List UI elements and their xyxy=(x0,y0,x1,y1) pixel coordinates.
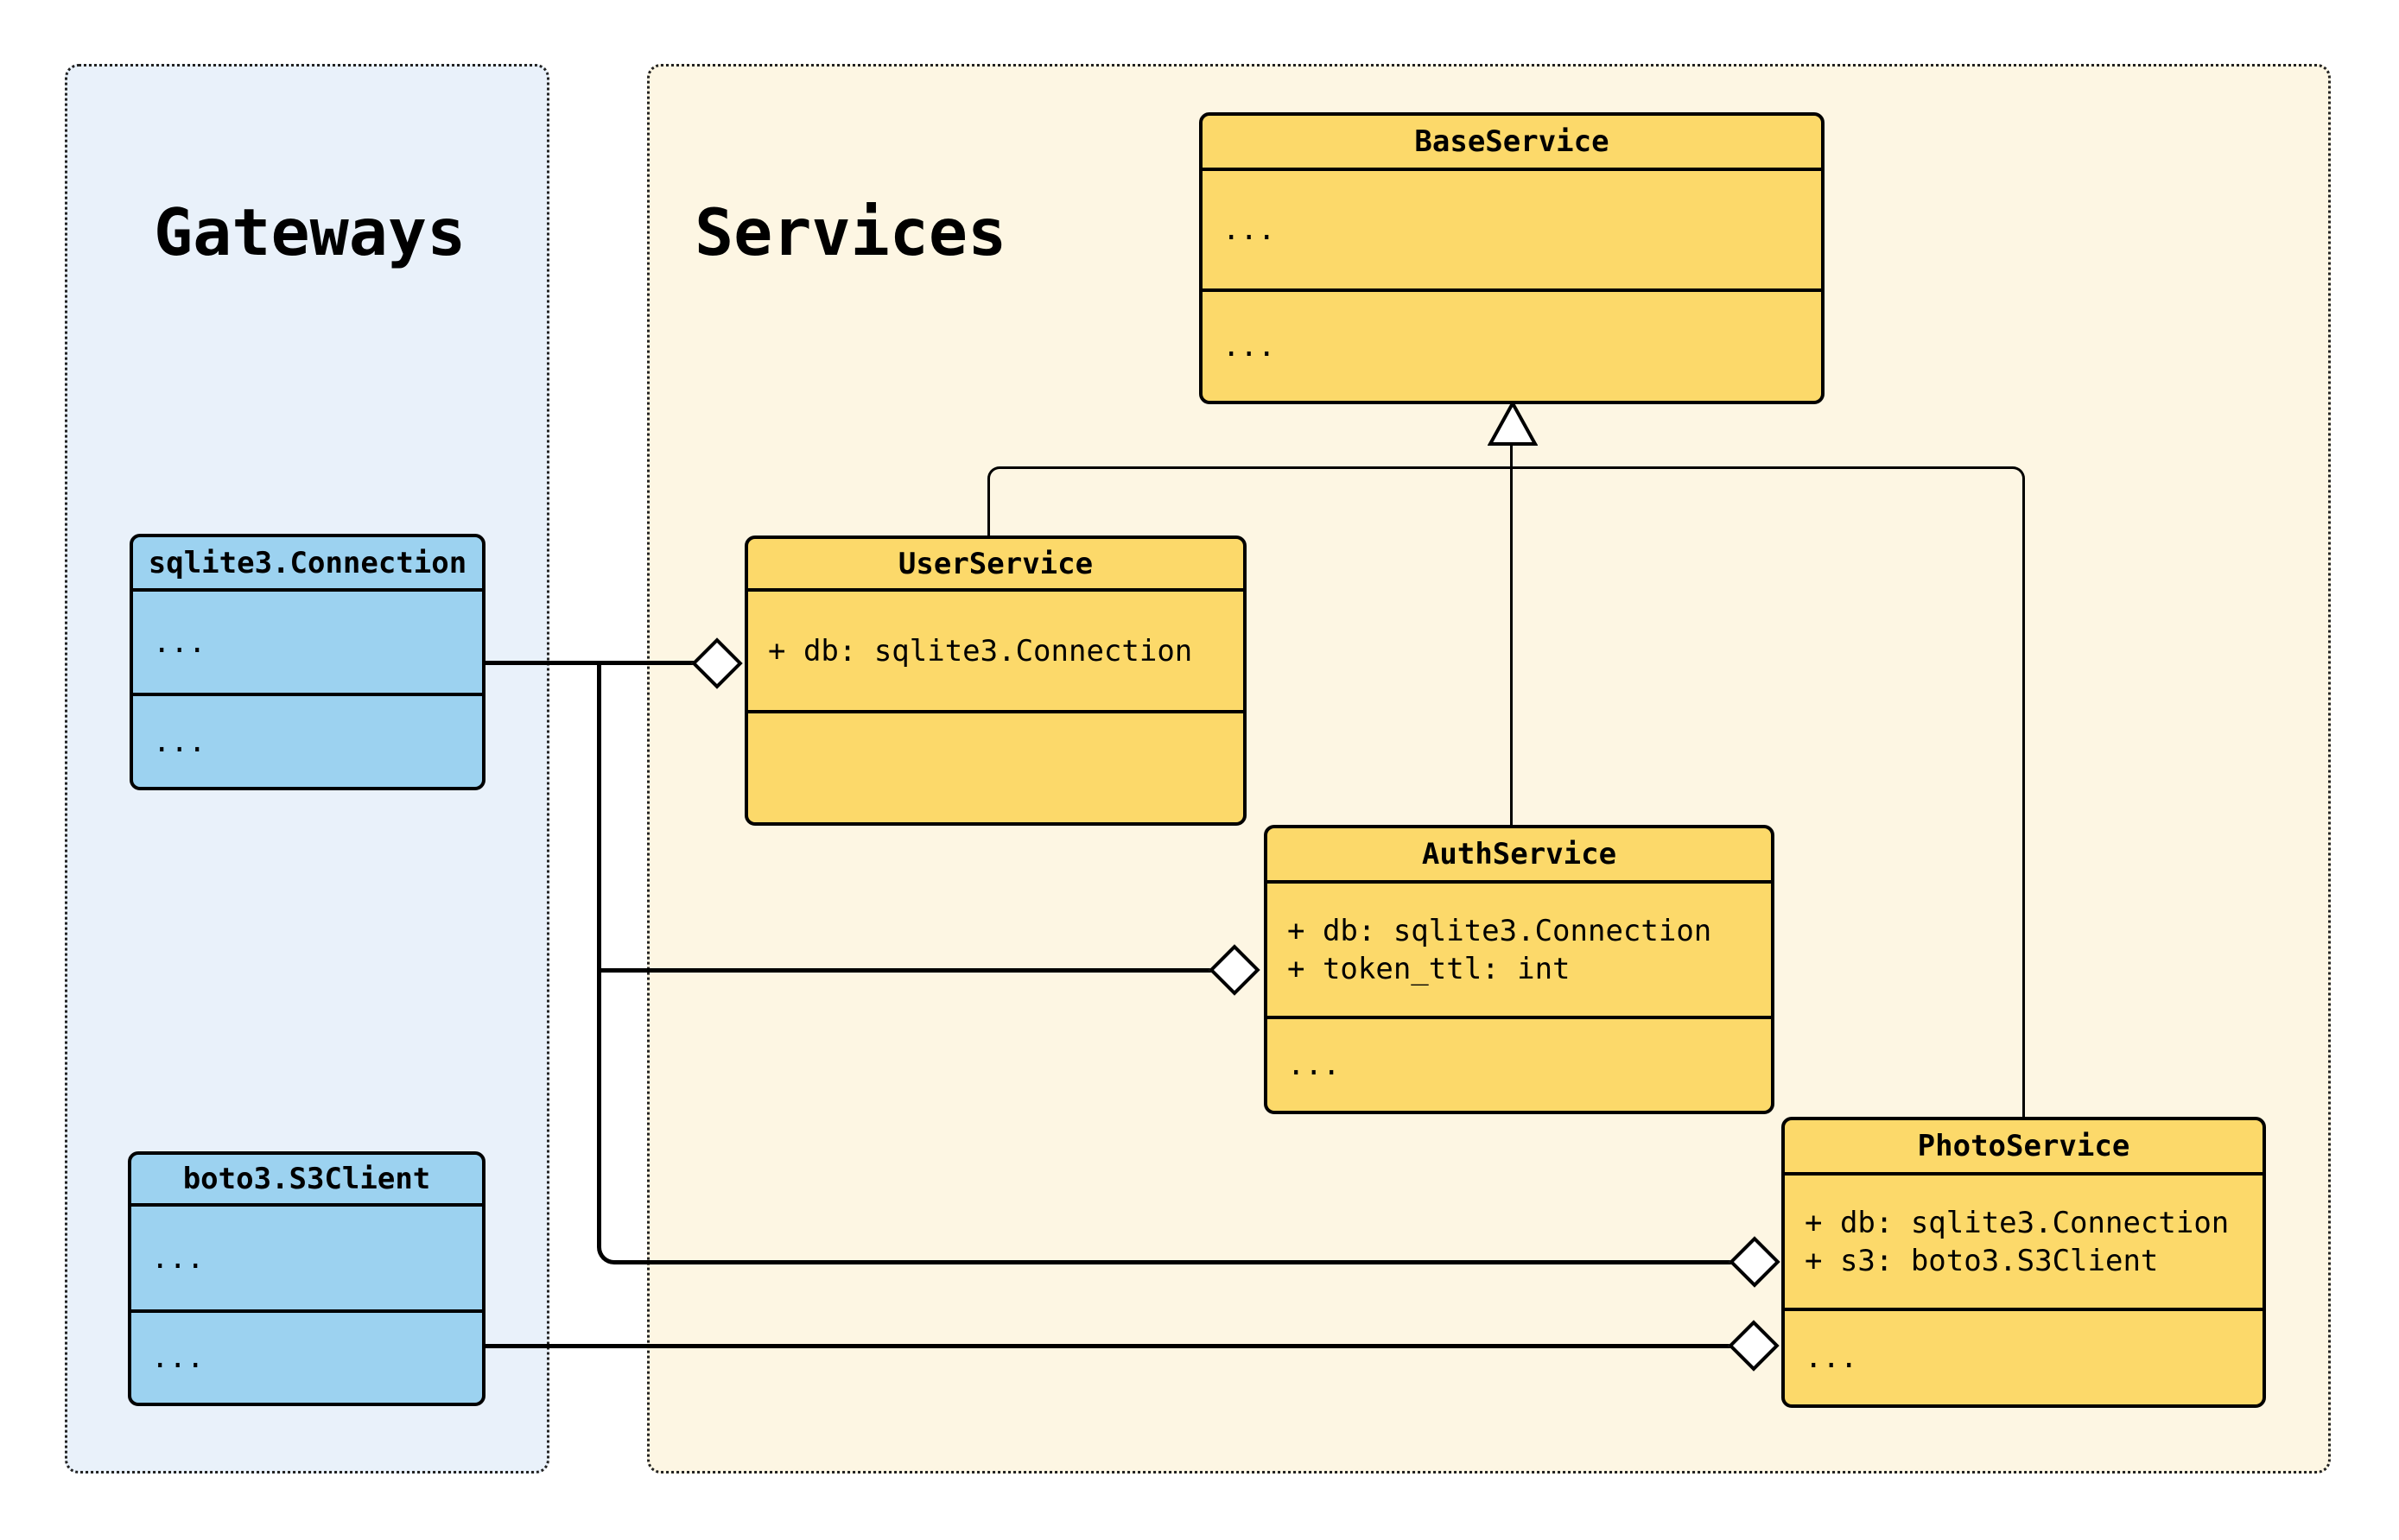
class-auth-service-methods: ... xyxy=(1267,1016,1771,1111)
inheritance-line-photoservice xyxy=(1512,466,2025,1117)
attribute-line: + db: sqlite3.Connection xyxy=(768,633,1193,669)
panel-gateways-title: Gateways xyxy=(154,194,466,271)
class-sqlite3-connection-attributes: ... xyxy=(133,592,482,693)
class-boto3-s3client-title: boto3.S3Client xyxy=(131,1155,482,1207)
class-base-service-attributes: ... xyxy=(1203,171,1821,288)
attribute-line: + token_ttl: int xyxy=(1287,951,1571,986)
attribute-line: + db: sqlite3.Connection xyxy=(1287,913,1712,948)
attribute-line: + s3: boto3.S3Client xyxy=(1805,1243,2159,1278)
class-photo-service: PhotoService + db: sqlite3.Connection + … xyxy=(1781,1117,2266,1408)
aggregation-line-sqlite-to-authservice xyxy=(600,968,1215,973)
attribute-line: ... xyxy=(153,624,206,660)
class-sqlite3-connection-title: sqlite3.Connection xyxy=(133,537,482,592)
class-auth-service-title: AuthService xyxy=(1267,828,1771,884)
class-photo-service-title: PhotoService xyxy=(1785,1120,2263,1176)
class-boto3-s3client-methods: ... xyxy=(131,1309,482,1403)
method-line: ... xyxy=(1222,329,1276,364)
class-boto3-s3client: boto3.S3Client ... ... xyxy=(128,1151,486,1406)
panel-services-title: Services xyxy=(695,194,1007,271)
attribute-line: + db: sqlite3.Connection xyxy=(1805,1205,2230,1240)
class-photo-service-methods: ... xyxy=(1785,1308,2263,1404)
class-auth-service-attributes: + db: sqlite3.Connection + token_ttl: in… xyxy=(1267,884,1771,1016)
attribute-line: ... xyxy=(1222,212,1276,247)
inheritance-line-userservice xyxy=(987,466,1512,536)
class-base-service-title: BaseService xyxy=(1203,116,1821,171)
attribute-line: ... xyxy=(151,1240,205,1276)
class-base-service-methods: ... xyxy=(1203,288,1821,401)
method-line: ... xyxy=(1805,1340,1858,1375)
class-user-service: UserService + db: sqlite3.Connection xyxy=(745,536,1247,826)
class-sqlite3-connection: sqlite3.Connection ... ... xyxy=(130,534,486,790)
class-photo-service-attributes: + db: sqlite3.Connection + s3: boto3.S3C… xyxy=(1785,1176,2263,1308)
class-boto3-s3client-attributes: ... xyxy=(131,1207,482,1309)
method-line: ... xyxy=(1287,1048,1341,1082)
inheritance-triangle-icon xyxy=(1488,401,1538,446)
class-base-service: BaseService ... ... xyxy=(1199,112,1825,404)
class-auth-service: AuthService + db: sqlite3.Connection + t… xyxy=(1264,825,1774,1114)
class-user-service-attributes: + db: sqlite3.Connection xyxy=(748,592,1243,710)
aggregation-line-sqlite-to-photoservice xyxy=(597,662,1733,1264)
method-line: ... xyxy=(151,1340,205,1375)
method-line: ... xyxy=(153,724,206,759)
aggregation-line-sqlite-to-userservice xyxy=(484,661,695,665)
inheritance-line-authservice xyxy=(1510,444,1513,827)
aggregation-line-s3client-to-photoservice xyxy=(484,1344,1735,1348)
class-user-service-title: UserService xyxy=(748,539,1243,592)
class-user-service-methods xyxy=(748,710,1243,822)
class-sqlite3-connection-methods: ... xyxy=(133,693,482,787)
